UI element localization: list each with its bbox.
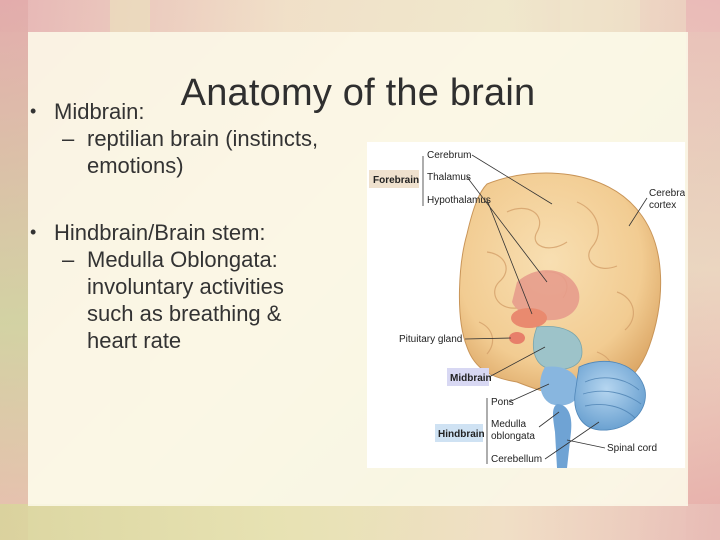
pituitary-label: Pituitary gland (399, 334, 462, 345)
sub-bullet-line: Medulla Oblongata: (87, 247, 278, 272)
dash-icon: – (62, 126, 75, 151)
pons-shape (540, 366, 580, 406)
pituitary-shape (509, 332, 525, 344)
forebrain-box (369, 170, 419, 188)
bullet-text: Hindbrain/Brain stem: (54, 220, 266, 245)
sub-bullet-text: reptilian brain (instincts, emotions) (87, 125, 318, 179)
brain-diagram: Forebrain Cerebrum Thalamus Hypothalamus… (367, 142, 685, 468)
midbrain-shape (533, 326, 583, 370)
cerebrum-label: Cerebrum (427, 150, 471, 161)
dash-icon: – (62, 247, 75, 272)
sub-bullet-item: – reptilian brain (instincts, emotions) (62, 125, 375, 179)
bullet-text: Midbrain: (54, 99, 145, 124)
spinal-cord-label: Spinal cord (607, 443, 657, 454)
bullet-list: • Midbrain: – reptilian brain (instincts… (30, 98, 375, 354)
sub-bullet-text: Medulla Oblongata: involuntary activitie… (87, 246, 284, 354)
cerebral-cortex-label-2: cortex (649, 200, 676, 211)
cerebellum-folds (582, 377, 642, 419)
bullet-dot-icon: • (30, 222, 37, 242)
cerebellum-label: Cerebellum (491, 454, 542, 465)
midbrain-box (447, 368, 489, 386)
leader-lines (464, 154, 648, 460)
thalamus-label: Thalamus (427, 172, 471, 183)
slide-title: Anatomy of the brain (180, 72, 536, 114)
sub-bullet-line: involuntary activities (87, 274, 284, 299)
medulla-label-1: Medulla (491, 419, 526, 430)
sub-bullet-item: – Medulla Oblongata: involuntary activit… (62, 246, 375, 354)
background-band-bottom (0, 504, 720, 540)
thalamus-shape (512, 270, 580, 321)
medulla-label-2: oblongata (491, 431, 535, 442)
medulla-shape (553, 404, 572, 468)
brain-diagram-svg: Forebrain Cerebrum Thalamus Hypothalamus… (369, 150, 685, 468)
pons-label: Pons (491, 397, 514, 408)
midbrain-label: Midbrain (450, 373, 492, 384)
hindbrain-box (435, 424, 483, 442)
cerebellum-shape (574, 360, 646, 431)
background-stripe (0, 0, 28, 540)
bullet-dot-icon: • (30, 101, 37, 121)
sub-bullet-line: reptilian brain (instincts, (87, 126, 319, 151)
forebrain-label: Forebrain (373, 175, 419, 186)
bullet-item: • Hindbrain/Brain stem: (30, 219, 375, 246)
hindbrain-label: Hindbrain (438, 429, 485, 440)
sub-bullet-line: such as breathing & (87, 301, 282, 326)
hypothalamus-shape (511, 308, 547, 328)
cerebral-cortex-label-1: Cerebral (649, 188, 685, 199)
bullet-item: • Midbrain: (30, 98, 375, 125)
background-stripe (686, 0, 720, 540)
sub-bullet-line: heart rate (87, 328, 182, 353)
hypothalamus-label: Hypothalamus (427, 195, 491, 206)
sub-bullet-line: emotions) (87, 153, 184, 178)
